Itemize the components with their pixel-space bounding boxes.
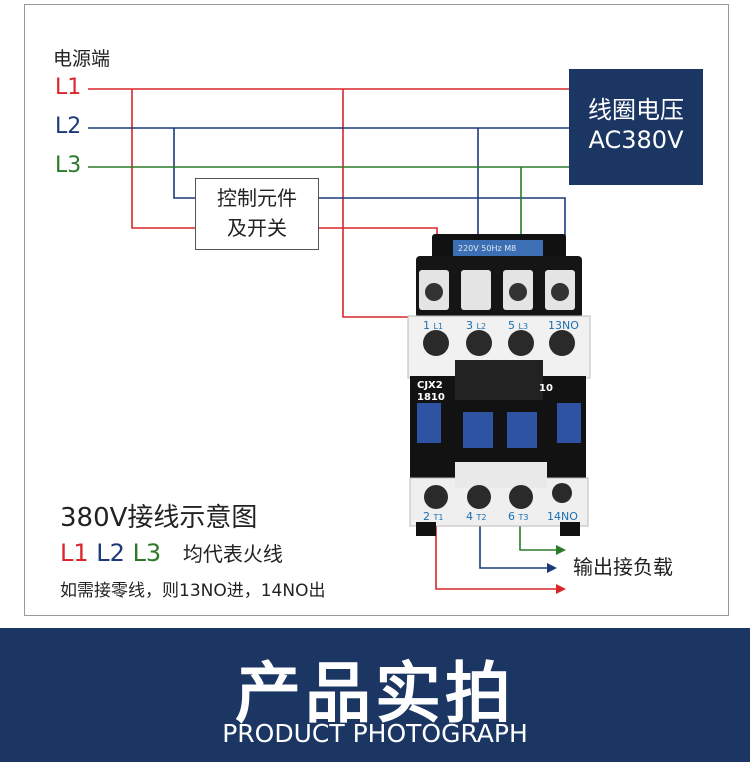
terminal-top-3-num: 3 — [466, 319, 473, 332]
caption-l3: L3 — [132, 539, 162, 567]
terminal-top-3-sub: L2 — [476, 322, 487, 331]
caption-live-note: 均代表火线 — [182, 542, 283, 566]
terminal-bottom-4-num: 4 — [466, 510, 473, 523]
terminal-bottom-4-sub: T2 — [476, 513, 487, 522]
wire-control-return — [319, 227, 438, 242]
terminal-bottom-6-sub: T3 — [518, 513, 529, 522]
line-label-l1: L1 — [55, 75, 82, 100]
contactor-nameplate: 220V 50Hz M8 — [458, 244, 517, 253]
contactor-photo — [407, 234, 591, 536]
coil-voltage-value: AC380V — [588, 126, 684, 154]
coil-voltage-box: 线圈电压 AC380V — [569, 69, 703, 185]
terminal-top-1-num: 1 — [423, 319, 430, 332]
contactor-model-line1: CJX2 — [417, 380, 443, 391]
caption-title: 380V接线示意图 — [60, 503, 258, 533]
coil-voltage-title: 线圈电压 — [588, 96, 684, 124]
terminal-top-3: 3 L2 — [466, 319, 486, 332]
contactor-model-line2: 1810 — [417, 392, 445, 403]
power-source-label: 电源端 — [53, 48, 111, 70]
terminal-bottom-6: 6 T3 — [508, 510, 528, 523]
product-banner — [0, 628, 750, 762]
caption-lines: L1 L2 L3 均代表火线 — [60, 538, 283, 567]
control-element-box: 控制元件 及开关 — [195, 178, 319, 250]
contactor-aux-number: 10 — [539, 383, 553, 394]
terminal-bottom-2-num: 2 — [423, 510, 430, 523]
caption-l2: L2 — [96, 539, 125, 567]
terminal-bottom-2-sub: T1 — [433, 513, 444, 522]
banner-subtitle: PRODUCT PHOTOGRAPH — [222, 719, 528, 748]
line-label-l3: L3 — [55, 153, 82, 178]
terminal-bottom-4: 4 T2 — [466, 510, 486, 523]
caption-neutral-note: 如需接零线，则13NO进，14NO出 — [60, 581, 326, 601]
banner-title: 产品实拍 — [235, 655, 515, 732]
wire-l1 — [88, 88, 569, 318]
terminal-bottom-2: 2 T1 — [423, 510, 443, 523]
terminal-top-1-sub: L1 — [433, 322, 444, 331]
wiring-diagram — [88, 88, 591, 594]
contactor-model: CJX2 1810 — [417, 380, 445, 404]
terminal-bottom-6-num: 6 — [508, 510, 515, 523]
terminal-top-5: 5 L3 — [508, 319, 528, 332]
terminal-top-1: 1 L1 — [423, 319, 443, 332]
caption-l1: L1 — [60, 539, 89, 567]
line-label-l2: L2 — [55, 114, 82, 139]
terminal-top-13no: 13NO — [548, 319, 579, 332]
control-element-line2: 及开关 — [227, 216, 287, 240]
output-load-label: 输出接负载 — [573, 555, 673, 579]
terminal-top-5-sub: L3 — [518, 322, 529, 331]
terminal-bottom-14no: 14NO — [547, 510, 578, 523]
terminal-top-5-num: 5 — [508, 319, 515, 332]
control-element-line1: 控制元件 — [217, 186, 297, 210]
